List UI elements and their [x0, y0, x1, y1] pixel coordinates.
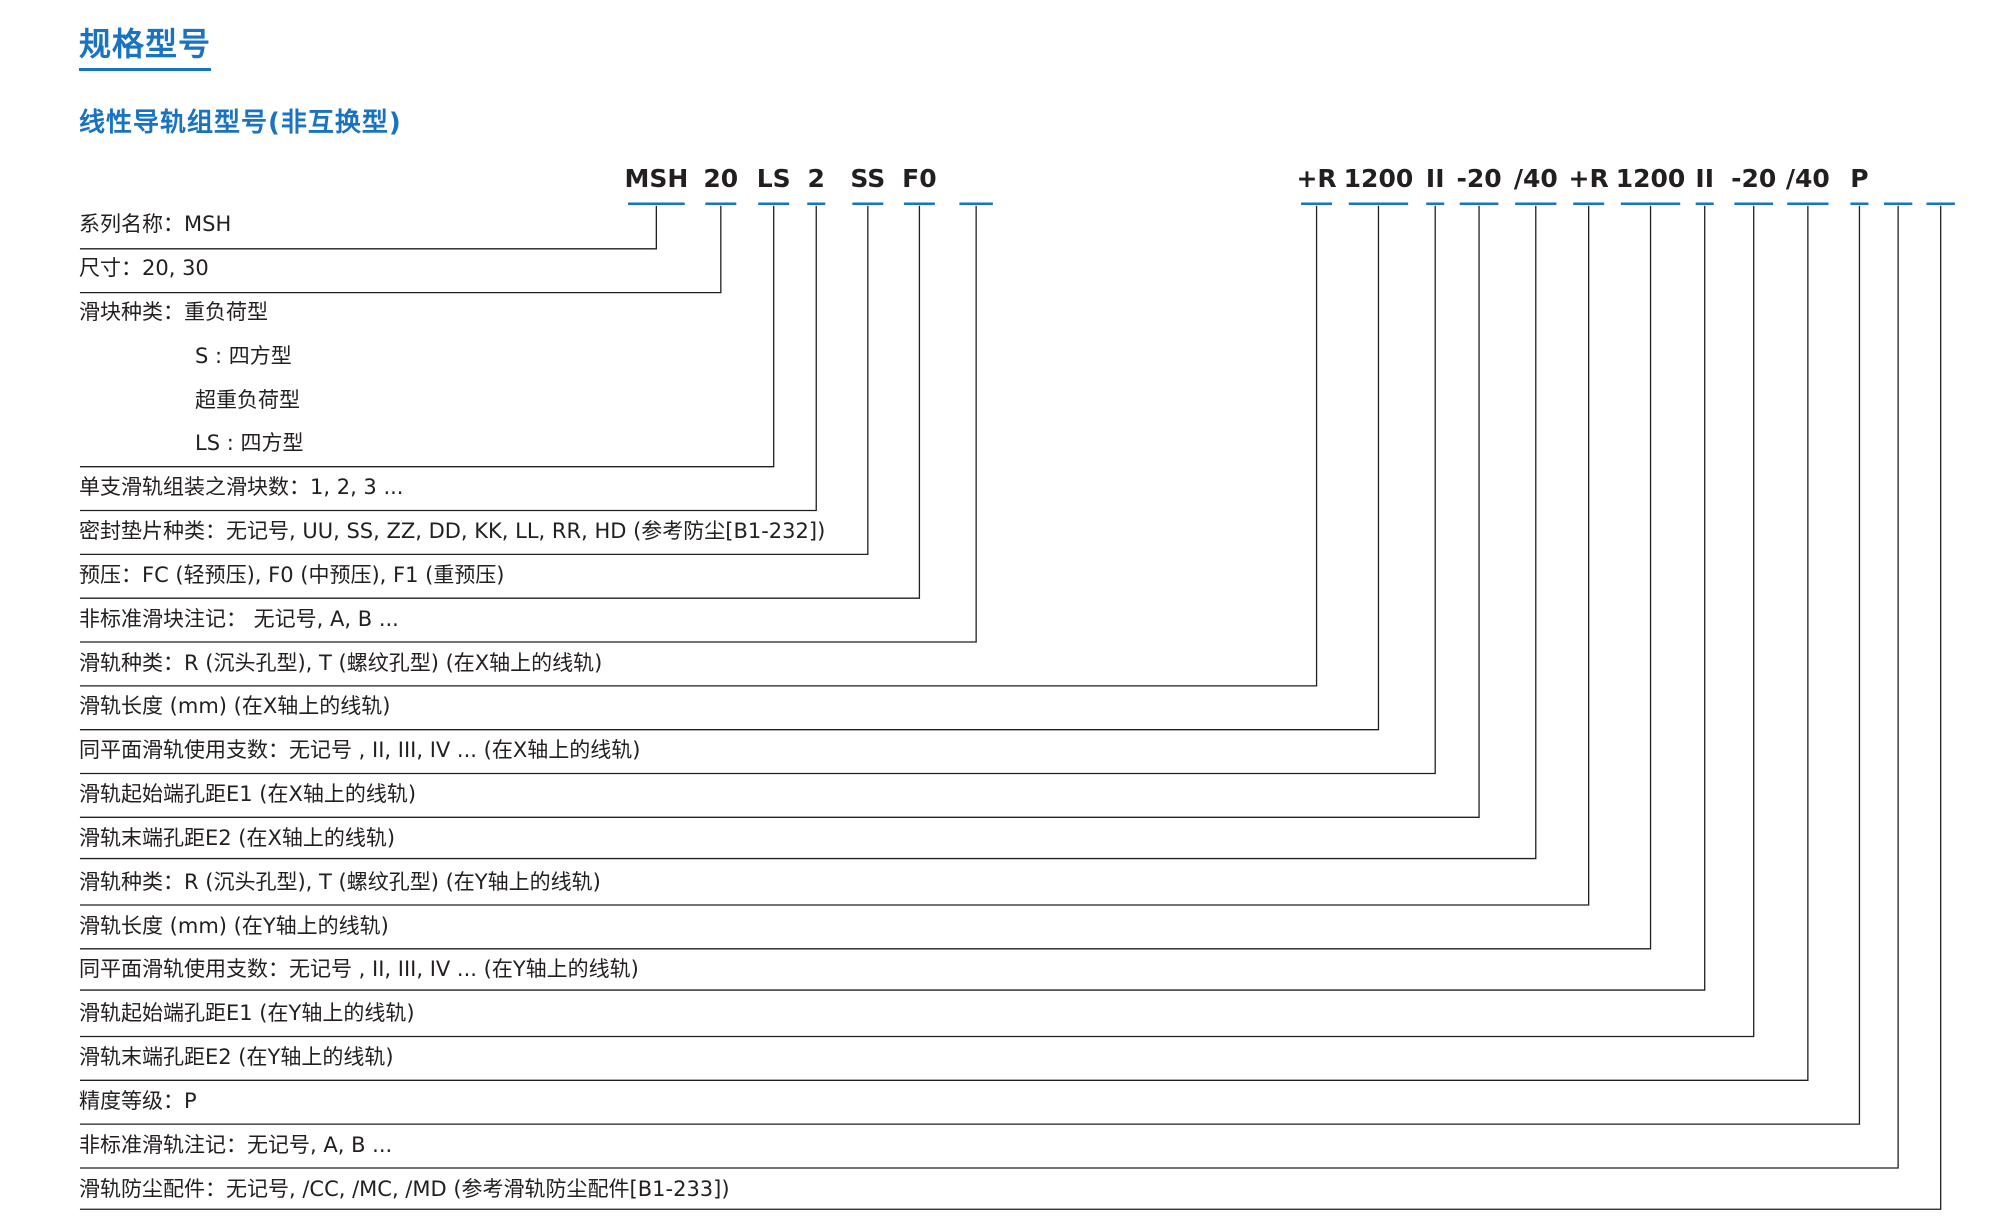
- model-code-segment: 2: [807, 164, 825, 193]
- leader-line: [79, 205, 869, 555]
- model-code-segment: +R: [1296, 164, 1337, 193]
- leader-line: [79, 205, 722, 294]
- spec-label: S : 四方型: [195, 343, 292, 368]
- leader-line: [79, 205, 1480, 818]
- leader-line: [79, 205, 1942, 1210]
- leader-line: [79, 205, 1537, 860]
- leader-line: [79, 205, 1755, 1038]
- spec-label: 滑轨末端孔距E2 (在Y轴上的线轨): [79, 1045, 394, 1070]
- spec-label: LS : 四方型: [195, 431, 304, 456]
- spec-label: 精度等级：P: [79, 1088, 197, 1113]
- spec-label: 滑轨起始端孔距E1 (在X轴上的线轨): [79, 782, 417, 807]
- spec-label: 密封垫片种类：无记号, UU, SS, ZZ, DD, KK, LL, RR, …: [79, 519, 826, 544]
- spec-label: 滑轨长度 (mm) (在X轴上的线轨): [79, 694, 391, 719]
- spec-label: 滑轨末端孔距E2 (在X轴上的线轨): [79, 825, 396, 850]
- spec-label: 滑块种类：重负荷型: [79, 299, 268, 324]
- leader-line: [79, 205, 977, 643]
- spec-label: 滑轨起始端孔距E1 (在Y轴上的线轨): [79, 1001, 415, 1026]
- spec-label: 非标准滑轨注记：无记号, A, B ...: [79, 1132, 393, 1157]
- model-code-segment: 20: [703, 164, 739, 193]
- leader-line: [79, 205, 775, 468]
- model-code-segment: LS: [756, 164, 791, 193]
- spec-label: 滑轨长度 (mm) (在Y轴上的线轨): [79, 913, 389, 938]
- leader-line: [79, 205, 921, 599]
- model-code-segment: /40: [1785, 164, 1830, 193]
- spec-label: 滑轨防尘配件：无记号, /CC, /MC, /MD (参考滑轨防尘配件[B1-2…: [79, 1176, 730, 1201]
- spec-label: 尺寸：20, 30: [79, 256, 209, 281]
- spec-label: 超重负荷型: [195, 387, 300, 412]
- model-code-segment: II: [1425, 164, 1445, 193]
- leader-line: [79, 205, 1380, 731]
- spec-label: 预压：FC (轻预压), F0 (中预压), F1 (重预压): [79, 562, 505, 587]
- leader-line: [79, 205, 817, 512]
- model-code-segment: -20: [1731, 164, 1777, 193]
- leader-line: [79, 205, 1652, 950]
- leader-line: [79, 205, 1861, 1125]
- spec-label: 滑轨种类：R (沉头孔型), T (螺纹孔型) (在Y轴上的线轨): [79, 869, 601, 894]
- spec-label: 非标准滑块注记： 无记号, A, B ...: [79, 606, 399, 631]
- model-code-segment: 1200: [1343, 164, 1414, 193]
- leader-line: [79, 205, 1706, 991]
- model-code-segment: P: [1850, 164, 1869, 193]
- leader-line: [79, 205, 1809, 1081]
- page-title: 规格型号: [79, 24, 212, 71]
- spec-label: 滑轨种类：R (沉头孔型), T (螺纹孔型) (在X轴上的线轨): [79, 650, 603, 675]
- leader-line: [79, 205, 1318, 687]
- model-code-segment: II: [1695, 164, 1715, 193]
- leader-line: [79, 205, 658, 250]
- section-subtitle: 线性导轨组型号(非互换型): [79, 108, 402, 138]
- model-code-segment: 1200: [1615, 164, 1686, 193]
- spec-label: 同平面滑轨使用支数：无记号 , II, III, IV ... (在X轴上的线轨…: [79, 738, 641, 763]
- spec-label: 系列名称：MSH: [79, 212, 232, 237]
- leader-line: [79, 205, 1590, 906]
- spec-label: 同平面滑轨使用支数：无记号 , II, III, IV ... (在Y轴上的线轨…: [79, 957, 639, 982]
- spec-label: 单支滑轨组装之滑块数：1, 2, 3 ...: [79, 475, 404, 500]
- model-code-segment: -20: [1456, 164, 1502, 193]
- model-code-segment: MSH: [624, 164, 689, 193]
- model-code-segment: SS: [850, 164, 886, 193]
- model-code-segment: F0: [902, 164, 937, 193]
- model-code-segment: /40: [1513, 164, 1558, 193]
- leader-line: [79, 205, 1436, 775]
- model-code-segment: +R: [1568, 164, 1609, 193]
- leader-line: [79, 205, 1899, 1169]
